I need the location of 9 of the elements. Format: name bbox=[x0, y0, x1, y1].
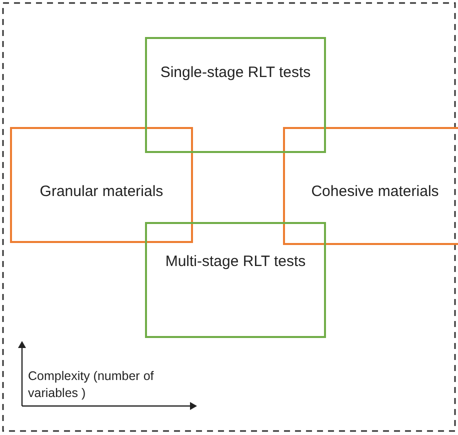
box-label: Granular materials bbox=[38, 182, 164, 202]
category-box bbox=[10, 127, 193, 243]
category-box bbox=[145, 222, 326, 338]
category-box bbox=[283, 127, 458, 245]
category-box bbox=[145, 37, 326, 153]
box-label: Single-stage RLT tests bbox=[159, 63, 312, 83]
box-label: Cohesive materials bbox=[310, 182, 440, 202]
axis-label: Complexity (number of variables ) bbox=[28, 368, 155, 402]
box-label: Multi-stage RLT tests bbox=[164, 252, 307, 272]
